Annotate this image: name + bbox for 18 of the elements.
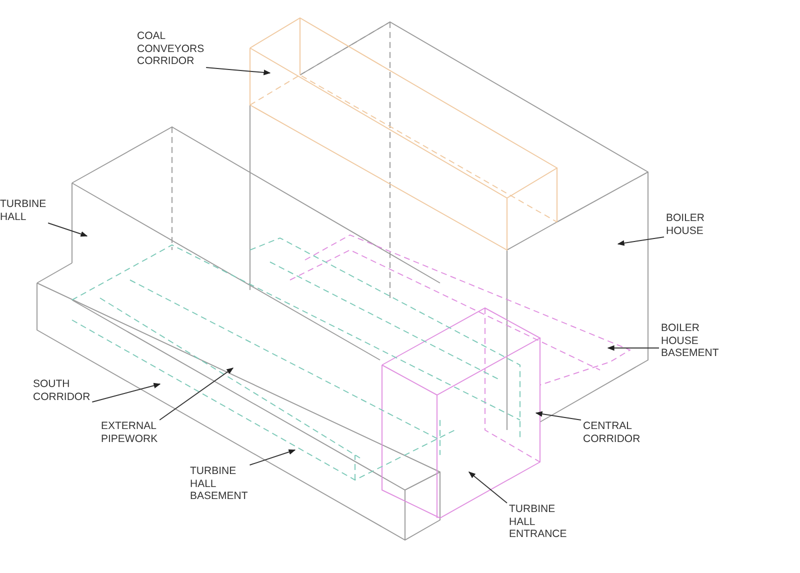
callout-label: BOILER HOUSE BASEMENT bbox=[661, 322, 719, 360]
callout-label: TURBINE HALL ENTRANCE bbox=[509, 503, 567, 540]
callout-label: EXTERNAL PIPEWORK bbox=[101, 420, 158, 445]
leader-line bbox=[159, 368, 234, 420]
leader-line bbox=[607, 345, 660, 351]
leader-line bbox=[617, 236, 664, 246]
callout-label: COAL CONVEYORS CORRIDOR bbox=[137, 30, 204, 68]
leader-line bbox=[468, 472, 508, 504]
leader-line bbox=[249, 449, 296, 466]
leader-line bbox=[48, 222, 88, 237]
callout-label: TURBINE HALL BASEMENT bbox=[190, 465, 248, 502]
leader-line bbox=[535, 411, 582, 420]
callout-label: TURBINE HALL bbox=[0, 198, 46, 223]
callout-label: BOILER HOUSE bbox=[666, 212, 705, 237]
leader-line bbox=[92, 382, 161, 402]
leader-line bbox=[206, 67, 271, 76]
callout-label: CENTRAL CORRIDOR bbox=[583, 420, 640, 445]
callout-label: SOUTH CORRIDOR bbox=[33, 378, 90, 403]
